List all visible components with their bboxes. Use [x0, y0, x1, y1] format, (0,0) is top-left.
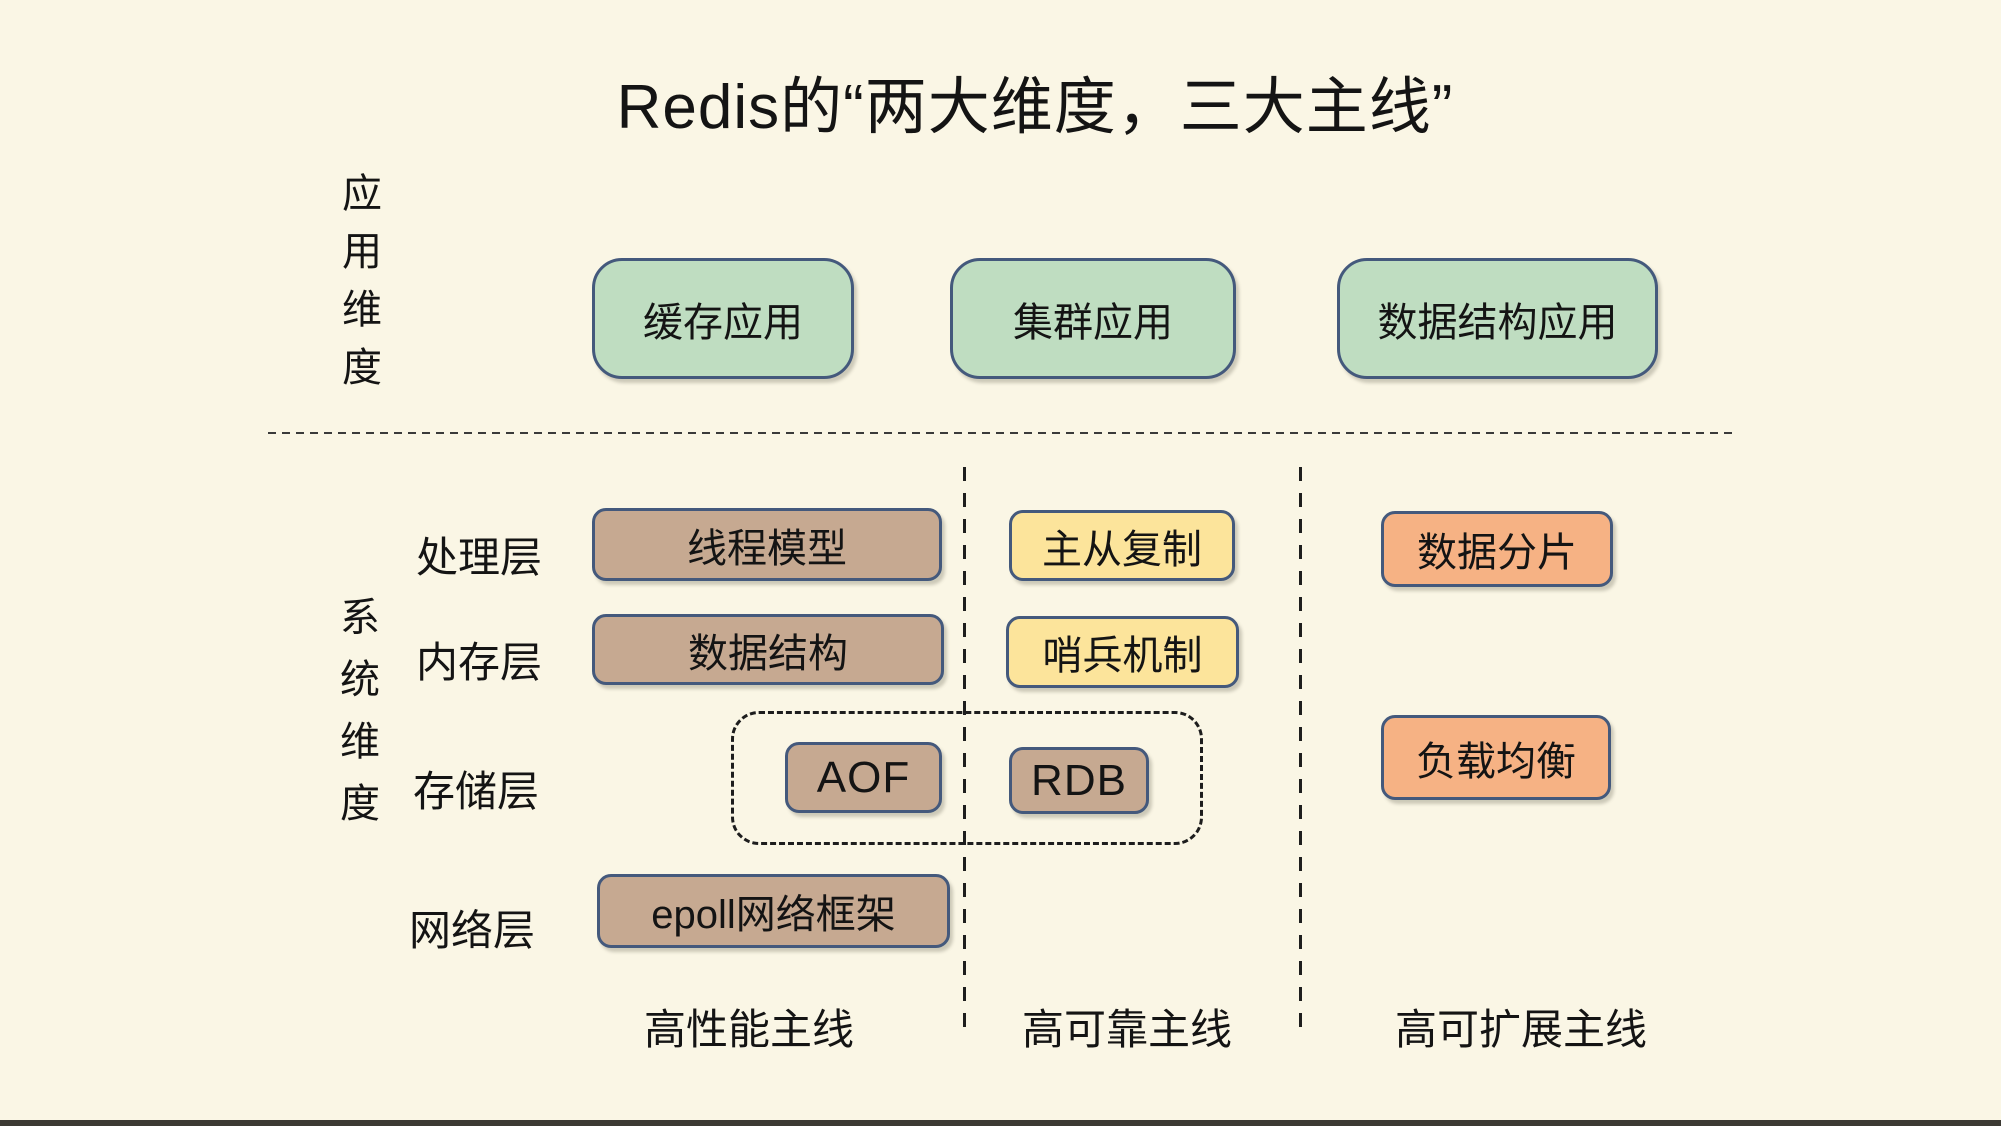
app-box-cluster: 集群应用 [950, 258, 1236, 379]
layer-label-storage: 存储层 [412, 768, 539, 815]
layer-label-memory: 内存层 [415, 639, 542, 686]
box-load-balancing-label: 负载均衡 [1416, 739, 1576, 784]
page-title: Redis的“两大维度，三大主线” [616, 73, 1454, 142]
app-box-data-structure: 数据结构应用 [1337, 258, 1658, 379]
box-data-structure: 数据结构 [592, 614, 944, 685]
lane-divider-1 [963, 467, 966, 1037]
box-aof-label: AOF [816, 752, 911, 802]
box-epoll-framework: epoll网络框架 [597, 874, 950, 948]
box-data-structure-label: 数据结构 [688, 631, 848, 676]
app-box-data-structure-label: 数据结构应用 [1377, 300, 1618, 345]
box-load-balancing: 负载均衡 [1381, 715, 1611, 800]
box-master-slave-replication-label: 主从复制 [1042, 527, 1202, 572]
dimension-separator-line [268, 432, 1732, 434]
box-master-slave-replication: 主从复制 [1009, 510, 1235, 581]
box-sentinel-label: 哨兵机制 [1042, 634, 1203, 678]
layer-label-processing: 处理层 [415, 534, 542, 581]
layer-label-network: 网络层 [408, 907, 535, 954]
persistence-group-outline [731, 711, 1203, 845]
box-sentinel: 哨兵机制 [1006, 616, 1239, 688]
lane-label-high-scalability: 高可扩展主线 [1394, 1006, 1648, 1053]
app-box-cache: 缓存应用 [592, 258, 854, 379]
box-thread-model: 线程模型 [592, 508, 942, 581]
application-dimension-label: 应用维度 [336, 172, 380, 404]
lane-label-high-performance: 高性能主线 [643, 1006, 855, 1053]
box-rdb-label: RDB [1031, 755, 1127, 805]
box-data-sharding: 数据分片 [1381, 511, 1613, 587]
lane-label-high-reliability: 高可靠主线 [1021, 1006, 1233, 1053]
app-box-cache-label: 缓存应用 [643, 300, 803, 345]
app-box-cluster-label: 集群应用 [1013, 300, 1173, 345]
box-rdb: RDB [1009, 747, 1149, 814]
bottom-edge-strip [0, 1120, 2001, 1126]
system-dimension-label: 系统维度 [334, 596, 378, 844]
box-epoll-framework-label: epoll网络框架 [651, 893, 896, 937]
box-thread-model-label: 线程模型 [687, 526, 847, 571]
lane-divider-2 [1299, 467, 1302, 1037]
box-data-sharding-label: 数据分片 [1417, 531, 1577, 575]
box-aof: AOF [785, 742, 942, 813]
